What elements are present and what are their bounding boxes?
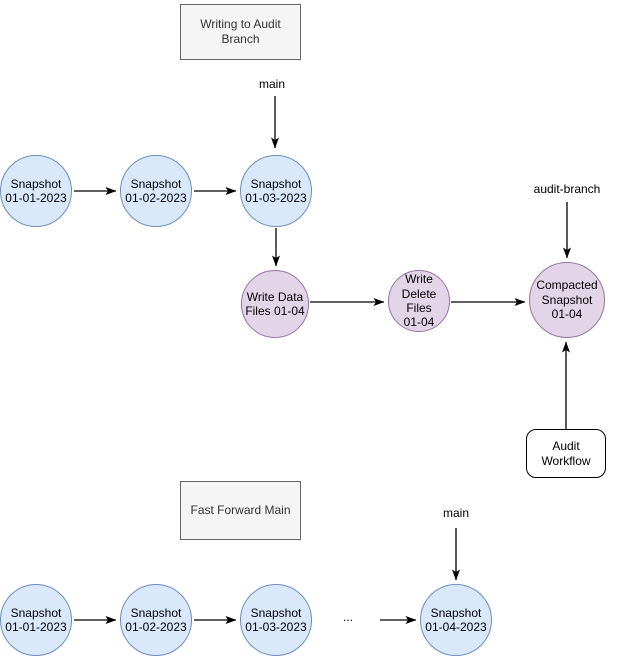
node-ff-snapshot-01-04-2023: Snapshot 01-04-2023 [420, 584, 492, 656]
node-snapshot-01-01-2023: Snapshot 01-01-2023 [0, 155, 72, 227]
section-title-writing-to-audit-branch: Writing to Audit Branch [180, 4, 301, 60]
branch-label-audit-branch: audit-branch [533, 182, 601, 196]
node-ff-snapshot-01-02-2023: Snapshot 01-02-2023 [120, 584, 192, 656]
node-ff-snapshot-01-01-2023: Snapshot 01-01-2023 [0, 584, 72, 656]
node-ff-snapshot-01-03-2023: Snapshot 01-03-2023 [240, 584, 312, 656]
branch-label-main-bottom: main [442, 506, 469, 520]
section-title-fast-forward-main: Fast Forward Main [180, 481, 301, 540]
node-snapshot-01-02-2023: Snapshot 01-02-2023 [120, 155, 192, 227]
ellipsis-label: ... [342, 610, 353, 624]
branch-label-main-top: main [258, 77, 285, 91]
node-write-data-files-01-04: Write Data Files 01-04 [241, 270, 309, 338]
node-audit-workflow: Audit Workflow [526, 429, 606, 478]
node-write-delete-files-01-04: Write Delete Files 01-04 [388, 270, 450, 332]
node-snapshot-01-03-2023: Snapshot 01-03-2023 [240, 155, 312, 227]
node-compacted-snapshot-01-04: Compacted Snapshot 01-04 [529, 262, 605, 338]
